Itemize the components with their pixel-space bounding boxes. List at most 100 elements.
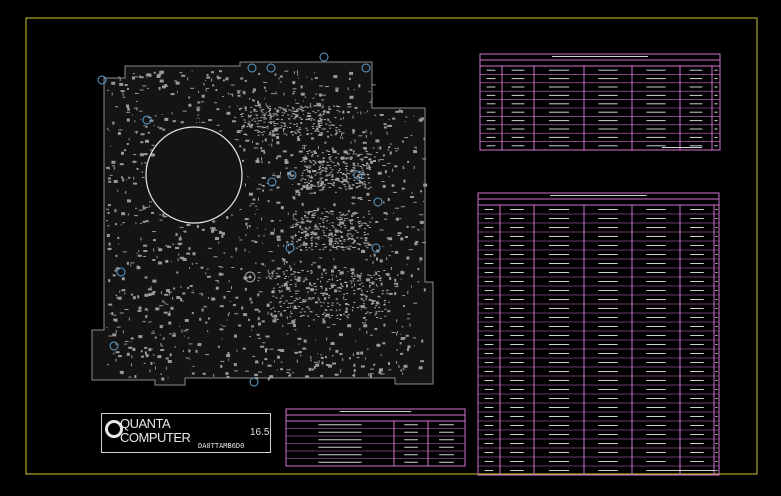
silkscreen-mark — [251, 240, 256, 242]
ic-pin — [304, 215, 306, 216]
test-pad[interactable] — [116, 267, 126, 277]
silkscreen-mark — [118, 76, 120, 79]
silkscreen-mark — [347, 103, 352, 106]
ic-pin — [364, 185, 367, 187]
bottom-reference-table[interactable] — [477, 192, 720, 476]
ic-pin — [328, 186, 331, 188]
ic-pin — [313, 283, 316, 284]
ic-pin — [269, 133, 272, 135]
silkscreen-mark — [391, 332, 396, 333]
silkscreen-mark — [405, 334, 409, 337]
test-pad[interactable] — [266, 63, 276, 73]
test-pad[interactable] — [267, 177, 277, 187]
silkscreen-mark — [350, 141, 352, 144]
silkscreen-mark — [338, 333, 343, 337]
top-reference-table[interactable] — [479, 53, 721, 151]
silkscreen-mark — [266, 111, 267, 113]
ic-pin — [331, 222, 334, 224]
silkscreen-mark — [225, 77, 229, 81]
table-cell-text — [484, 461, 494, 462]
ic-pin — [307, 153, 309, 155]
ic-pin — [353, 167, 356, 169]
silkscreen-mark — [180, 300, 184, 302]
ic-pin — [347, 236, 350, 238]
test-pad[interactable] — [287, 170, 297, 180]
mounting-holes — [244, 271, 256, 283]
silkscreen-mark — [276, 238, 281, 241]
ic-pin — [283, 123, 286, 125]
test-pad[interactable] — [109, 341, 119, 351]
test-pad[interactable] — [142, 115, 152, 125]
table-cell-text — [484, 398, 494, 399]
test-pad[interactable] — [353, 170, 363, 180]
silkscreen-mark — [382, 342, 386, 345]
ic-pin — [349, 170, 352, 172]
silkscreen-mark — [358, 181, 361, 184]
silkscreen-mark — [345, 307, 348, 311]
test-pad[interactable] — [249, 377, 259, 387]
silkscreen-mark — [157, 355, 162, 359]
table-cell-text — [510, 254, 524, 255]
silkscreen-mark — [197, 101, 201, 104]
silkscreen-mark — [141, 171, 143, 174]
test-pad[interactable] — [373, 197, 383, 207]
ic-pin — [271, 130, 274, 132]
ic-pin — [290, 132, 293, 134]
silkscreen-mark — [152, 259, 156, 261]
ic-pin — [307, 291, 309, 293]
silkscreen-mark — [388, 146, 391, 149]
table-cell-text — [549, 299, 569, 300]
table-cell-text — [598, 111, 618, 113]
table-cell-text — [715, 407, 718, 408]
table-cell-text — [715, 344, 718, 345]
silkscreen-mark — [124, 309, 129, 310]
ic-pin — [345, 168, 347, 169]
ic-pin — [348, 219, 351, 221]
ic-pin — [320, 189, 323, 191]
silkscreen-mark — [206, 268, 209, 270]
notes-table[interactable] — [285, 408, 466, 467]
silkscreen-mark — [268, 161, 271, 164]
ic-pin — [319, 189, 321, 191]
silkscreen-mark — [359, 328, 361, 331]
silkscreen-mark — [269, 189, 273, 191]
ic-pin — [310, 151, 313, 153]
silkscreen-mark — [375, 221, 379, 223]
ic-pin — [369, 186, 372, 188]
ic-pin — [326, 211, 329, 213]
silkscreen-mark — [134, 93, 139, 94]
ic-pin — [308, 183, 311, 184]
test-pad[interactable] — [319, 52, 329, 62]
test-pad[interactable] — [97, 75, 107, 85]
test-pad[interactable] — [285, 243, 295, 253]
test-pad[interactable] — [361, 63, 371, 73]
silkscreen-mark — [142, 321, 146, 323]
ic-pin — [357, 185, 360, 187]
ic-pin — [341, 243, 343, 245]
silkscreen-mark — [113, 314, 117, 316]
ic-pin — [271, 275, 274, 277]
test-pad[interactable] — [371, 243, 381, 253]
silkscreen-mark — [164, 84, 168, 87]
ic-pin — [363, 222, 366, 224]
ic-pin — [322, 226, 325, 228]
silkscreen-mark — [136, 266, 141, 270]
pcb-board[interactable] — [91, 52, 434, 387]
silkscreen-mark — [119, 163, 124, 166]
ic-pin — [294, 131, 297, 133]
ic-pin — [312, 127, 315, 129]
silkscreen-mark — [282, 244, 284, 247]
silkscreen-mark — [343, 267, 347, 269]
silkscreen-mark — [398, 109, 401, 113]
silkscreen-mark — [136, 265, 139, 267]
silkscreen-mark — [138, 335, 143, 339]
silkscreen-mark — [173, 287, 176, 290]
silkscreen-mark — [290, 174, 295, 177]
ic-pin — [319, 132, 322, 134]
test-pad[interactable] — [247, 63, 257, 73]
ic-pin — [269, 112, 272, 114]
ic-pin — [298, 231, 301, 233]
silkscreen-mark — [290, 110, 293, 112]
silkscreen-mark — [393, 212, 395, 214]
silkscreen-mark — [390, 143, 392, 145]
